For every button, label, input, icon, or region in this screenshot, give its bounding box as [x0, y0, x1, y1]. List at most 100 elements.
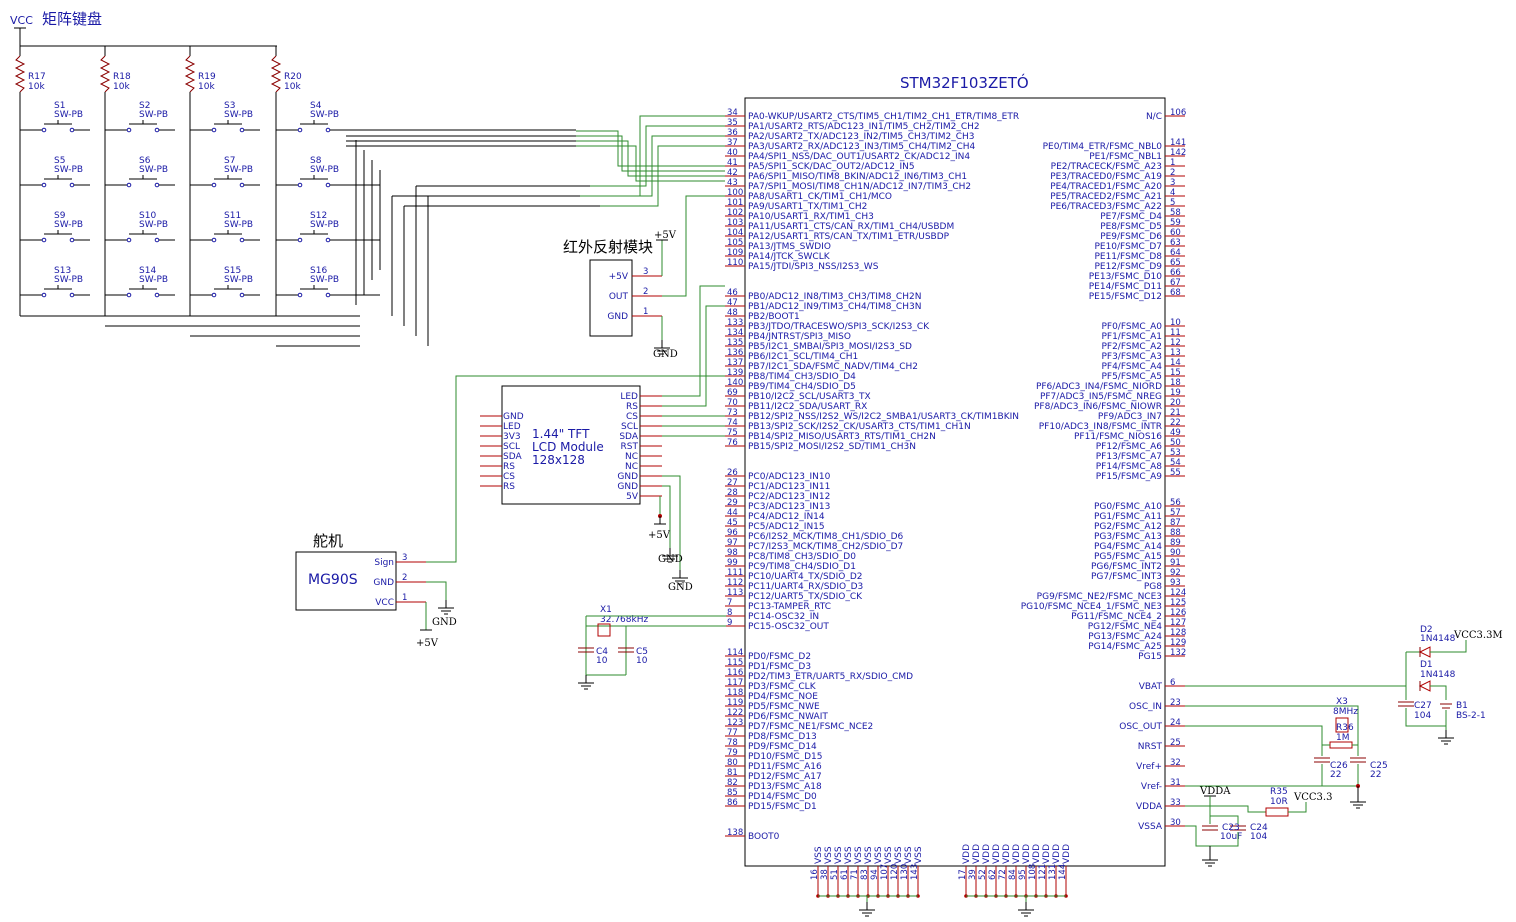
- pb-pin-name: PB13/SPI2_SCK/I2S2_CK/USART3_CTS/TIM1_CH…: [748, 422, 971, 432]
- switch-value: SW-PB: [54, 110, 83, 120]
- switch-ref: S2: [139, 101, 150, 111]
- pb-pin-number: 137: [727, 358, 743, 368]
- pe-pin-name: PE2/TRACECK/FSMC_A23: [1051, 162, 1162, 172]
- servo-ground: [438, 600, 454, 615]
- vss-pin-name: VSS: [914, 846, 924, 864]
- vdd-pin-number: 84: [1008, 869, 1018, 880]
- resistor-value: 10k: [284, 82, 301, 92]
- vdd-pin-name: VDD: [1022, 844, 1032, 864]
- lcd-gnd1-label: GND: [658, 554, 683, 565]
- pb-pin-number: 139: [727, 368, 743, 378]
- pf-pin-number: 14: [1170, 358, 1181, 368]
- pf-pin-number: 12: [1170, 338, 1181, 348]
- ir-title: 红外反射模块: [563, 238, 653, 256]
- servo-pin-name: GND: [373, 578, 394, 588]
- vss-pin-number: 130: [900, 864, 910, 880]
- pf-pin-number: 54: [1170, 458, 1181, 468]
- pa-pin-number: 40: [727, 148, 738, 158]
- pd-pin-number: 79: [727, 748, 738, 758]
- ir-power-label: +5V: [654, 230, 677, 241]
- pc-pin-name: PC0/ADC123_IN10: [748, 472, 831, 482]
- pf-pin-name: PF6/ADC3_IN4/FSMC_NIORD: [1036, 382, 1162, 392]
- pe-pin-name: PE1/FSMC_NBL1: [1089, 152, 1162, 162]
- pb-pin-number: 46: [727, 288, 738, 298]
- pd-pin-name: PD11/FSMC_A16: [748, 762, 822, 772]
- ir-pin-name: OUT: [609, 292, 629, 302]
- vdd-pin-name: VDD: [1032, 844, 1042, 864]
- pg-pin-name: PG2/FSMC_A12: [1094, 522, 1162, 532]
- pwr-pin-number: 31: [1170, 778, 1181, 788]
- pe-pin-name: PE9/FSMC_D6: [1100, 232, 1162, 242]
- pc-pin-number: 45: [727, 518, 738, 528]
- x3-val: 8MHz: [1333, 707, 1358, 717]
- battery-ground: [1438, 730, 1454, 745]
- switch-value: SW-PB: [139, 110, 168, 120]
- pd-pin-number: 119: [727, 698, 743, 708]
- vdd-pin-name: VDD: [1012, 844, 1022, 864]
- pg-pin-name: PG14/FSMC_A25: [1088, 642, 1162, 652]
- lcd-left-pin: LED: [503, 422, 521, 432]
- pd-pin-number: 118: [727, 688, 743, 698]
- pe-pin-name: PE7/FSMC_D4: [1100, 212, 1162, 222]
- vss-pin-name: VSS: [904, 846, 914, 864]
- pe-pin-name: PE15/FSMC_D12: [1089, 292, 1162, 302]
- r36-ref: R36: [1336, 723, 1354, 733]
- boot0-pin-name: BOOT0: [748, 832, 780, 842]
- pa-pin-number: 35: [727, 118, 738, 128]
- pc-pin-number: 99: [727, 558, 738, 568]
- pe-pin-name: PE6/TRACED3/FSMC_A22: [1050, 202, 1162, 212]
- vdd-pin-name: VDD: [972, 844, 982, 864]
- pe-pin-number: 68: [1170, 288, 1181, 298]
- switch-value: SW-PB: [224, 110, 253, 120]
- pa-pin-number: 34: [727, 108, 738, 118]
- pc-pin-number: 26: [727, 468, 738, 478]
- d1-val: 1N4148: [1420, 670, 1456, 680]
- servo-power-label: +5V: [416, 638, 439, 649]
- pa-pin-name: PA7/SPI1_MOSI/TIM8_CH1N/ADC12_IN7/TIM3_C…: [748, 182, 971, 192]
- pd-pin-number: 78: [727, 738, 738, 748]
- lcd-body: [501, 385, 641, 505]
- pb-pin-name: PB15/SPI2_MOSI/I2S2_SD/TIM1_CH3N: [748, 442, 916, 452]
- pg-pin-number: 88: [1170, 528, 1181, 538]
- pa-pin-number: 103: [727, 218, 743, 228]
- lcd-ground-2: [672, 570, 688, 585]
- resistor-value: 10k: [28, 82, 45, 92]
- pa-pin-name: PA15/JTDI/SPI3_NSS/I2S3_WS: [748, 262, 879, 272]
- pb-pin-name: PB3/JTDO/TRACESWO/SPI3_SCK/I2S3_CK: [748, 322, 930, 332]
- pd-pin-number: 114: [727, 648, 743, 658]
- vcc33m-label: VCC3.3M: [1453, 630, 1503, 641]
- pd-pin-number: 116: [727, 668, 743, 678]
- resistor-ref: R18: [113, 72, 131, 82]
- switch-ref: S1: [54, 101, 65, 111]
- pc-pin-name: PC11/UART4_RX/SDIO_D3: [748, 582, 863, 592]
- pb-pin-name: PB6/I2C1_SCL/TIM4_CH1: [748, 352, 858, 362]
- lcd-title-3: 128x128: [532, 453, 585, 467]
- pe-pin-name: PE4/TRACED1/FSMC_A20: [1050, 182, 1162, 192]
- pe-pin-number: 64: [1170, 248, 1181, 258]
- pa-pin-number: 42: [727, 168, 738, 178]
- servo-pin-number: 1: [402, 593, 407, 603]
- switch-value: SW-PB: [310, 220, 339, 230]
- switch-ref: S15: [224, 266, 241, 276]
- c24-ref: C24: [1250, 823, 1268, 833]
- switch-ref: S16: [310, 266, 327, 276]
- pc-pin-number: 112: [727, 578, 743, 588]
- pc-pin-name: PC4/ADC12_IN14: [748, 512, 825, 522]
- ir-gnd-label: GND: [653, 349, 678, 360]
- pc-pin-number: 28: [727, 488, 738, 498]
- pc-pin-name: PC3/ADC123_IN13: [748, 502, 830, 512]
- pg-pin-number: 91: [1170, 558, 1181, 568]
- pe-pin-number: 142: [1170, 148, 1186, 158]
- pf-pin-number: 15: [1170, 368, 1181, 378]
- pc-pin-name: PC6/I2S2_MCK/TIM8_CH1/SDIO_D6: [748, 532, 904, 542]
- pg-pin-name: PG11/FSMC_NCE4_2: [1071, 612, 1162, 622]
- pa-pin-name: PA13/JTMS_SWDIO: [748, 242, 831, 252]
- pb-pin-name: PB7/I2C1_SDA/FSMC_NADV/TIM4_CH2: [748, 362, 918, 372]
- pc-pin-number: 97: [727, 538, 738, 548]
- lcd-module: 1.44" TFT LCD Module 128x128 GNDLED3V3SC…: [480, 285, 725, 593]
- pb-pin-number: 70: [727, 398, 738, 408]
- b1-ref: B1: [1456, 701, 1468, 711]
- pb-pin-name: PB12/SPI2_NSS/I2S2_WS/I2C2_SMBA1/USART3_…: [748, 412, 1019, 422]
